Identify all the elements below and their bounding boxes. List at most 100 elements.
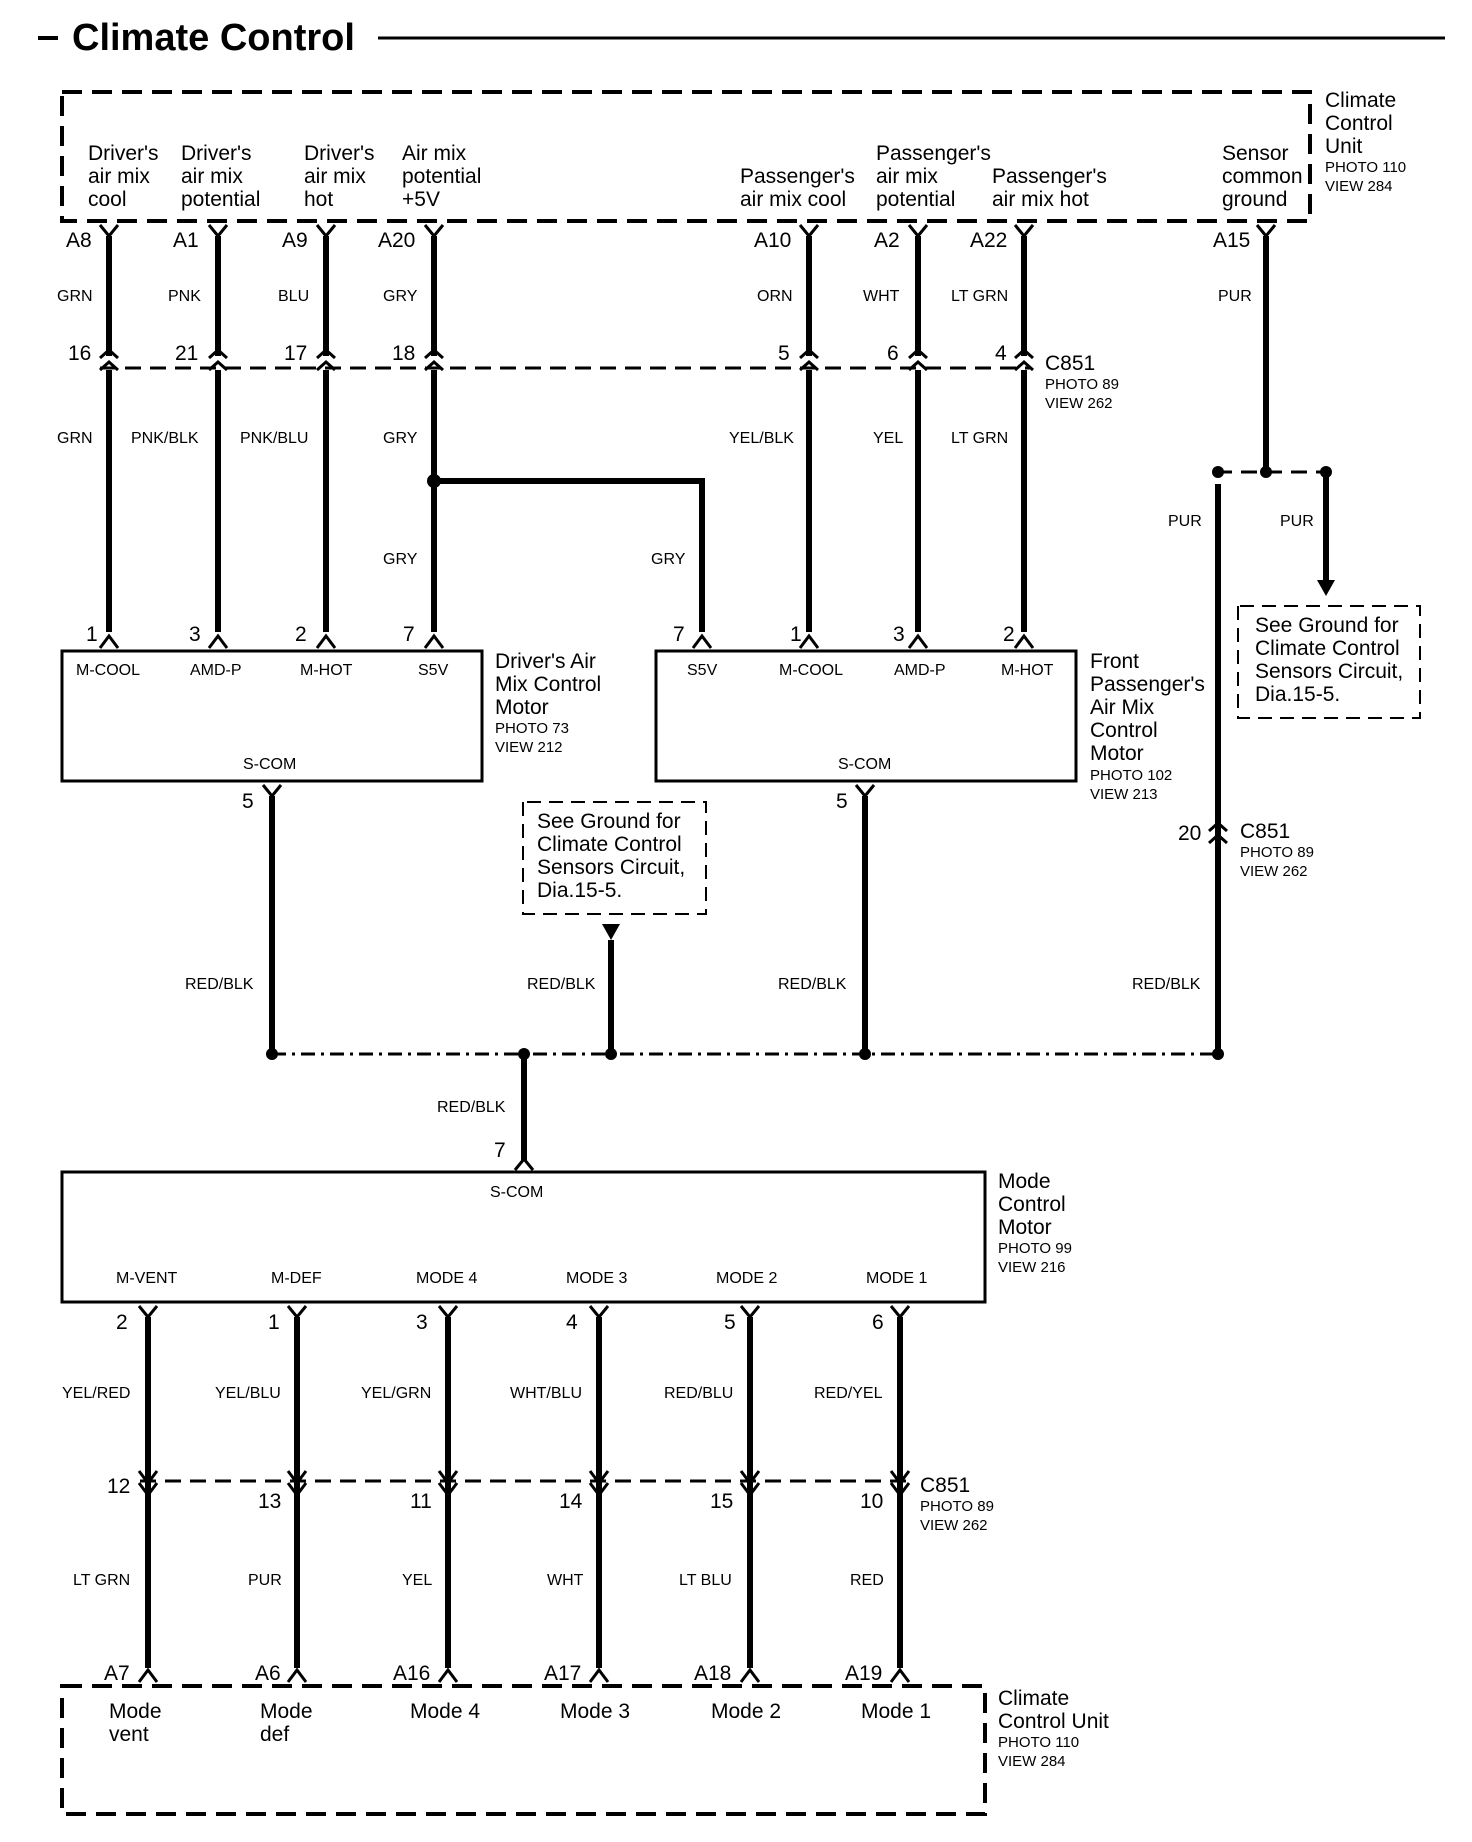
- c851-mid-view: VIEW 262: [1240, 863, 1308, 880]
- ccu-bottom-connector-marks: [137, 1667, 911, 1683]
- ccu-terminal-passengers-air-mix-hot: Passenger's air mix hot: [992, 165, 1113, 211]
- pass-motor-pin-7: 7: [673, 623, 685, 646]
- wire-color-ltblu-bottom: LT BLU: [679, 1572, 732, 1589]
- pass-motor-photo: PHOTO 102: [1090, 767, 1172, 784]
- wire-color-pur-top: PUR: [1218, 288, 1252, 305]
- ccu-bottom-terminal-mode1: Mode 1: [861, 1700, 931, 1723]
- upper-wires-bottom-segment: [106, 370, 1027, 632]
- driver-motor-scom-pin: 5: [242, 790, 254, 813]
- wire-color-ltgrn-top: LT GRN: [951, 288, 1008, 305]
- ground-note-center-arrow: [602, 924, 620, 940]
- wire-color-gry-branch-right: GRY: [651, 551, 686, 568]
- svg-text:See Ground for Climate C: See Ground for Climate Control Sensors C…: [537, 810, 691, 902]
- pass-motor-terminal-s-com: S-COM: [838, 756, 891, 773]
- ccu-terminal-passengers-air-mix-cool: Passenger's air mix cool: [740, 165, 861, 211]
- c851-pin-11: 11: [410, 1490, 432, 1513]
- ccu-pin-a20: A20: [378, 229, 415, 252]
- mode-motor-pin-1: 1: [268, 1311, 280, 1334]
- c851-pin-20: 20: [1178, 822, 1201, 845]
- mode-motor-pin-5: 5: [724, 1311, 736, 1334]
- ccu-bottom-name: Climate Control Unit: [998, 1687, 1109, 1733]
- pur-splice-dot-center: [1260, 466, 1272, 478]
- ccu-terminal-drivers-air-mix-potential: Driver's air mix potential: [181, 142, 260, 211]
- wire-color-gry-mid: GRY: [383, 430, 418, 447]
- pass-motor-pin-3: 3: [893, 623, 905, 646]
- pass-motor-pin-2: 2: [1003, 623, 1015, 646]
- ccu-terminal-passengers-air-mix-potential: Passenger's air mix potential: [876, 142, 997, 211]
- wire-color-ltgrn-bottom: LT GRN: [73, 1572, 130, 1589]
- ccu-pin-a1: A1: [173, 229, 199, 252]
- ccu-bottom-pin-a6: A6: [255, 1662, 281, 1685]
- ccu-terminal-drivers-air-mix-cool: Driver's air mix cool: [88, 142, 164, 211]
- driver-motor-view: VIEW 212: [495, 739, 563, 756]
- ccu-top-box: [60, 90, 1312, 223]
- wire-color-pnkblu-mid: PNK/BLU: [240, 430, 308, 447]
- ccu-bottom-pin-a16: A16: [393, 1662, 430, 1685]
- ccu-bottom-view: VIEW 284: [998, 1753, 1066, 1770]
- driver-motor-photo: PHOTO 73: [495, 720, 569, 737]
- ccu-top-name: Climate Control Unit: [1325, 89, 1402, 158]
- driver-motor-name: Driver's Air Mix Control Motor: [495, 650, 607, 719]
- wire-color-red-bottom: RED: [850, 1572, 884, 1589]
- c851-pin-6: 6: [887, 342, 899, 365]
- mode-motor-photo: PHOTO 99: [998, 1240, 1072, 1257]
- ccu-bottom-terminal-mode3: Mode 3: [560, 1700, 630, 1723]
- driver-motor-terminal-amd-p: AMD-P: [190, 662, 242, 679]
- driver-motor-box: [60, 649, 484, 783]
- c851-lower-view: VIEW 262: [920, 1517, 988, 1534]
- pass-motor-name: Front Passenger's Air Mix Control Motor: [1090, 650, 1211, 765]
- wire-color-gry-top: GRY: [383, 288, 418, 305]
- mode-motor-pin-2: 2: [116, 1311, 128, 1334]
- mode-motor-pin-6: 6: [872, 1311, 884, 1334]
- pass-motor-terminal-m-cool: M-COOL: [779, 662, 843, 679]
- ccu-bottom-pin-a18: A18: [694, 1662, 731, 1685]
- ccu-bottom-terminal-mode2: Mode 2: [711, 1700, 781, 1723]
- wire-color-yel-mid: YEL: [873, 430, 903, 447]
- ccu-bottom-terminal-mode-vent: Mode vent: [109, 1700, 167, 1746]
- ccu-pin-a15: A15: [1213, 229, 1250, 252]
- wire-color-wht-bottom: WHT: [547, 1572, 584, 1589]
- c851-mid-name: C851: [1240, 820, 1290, 843]
- pass-motor-scom-pin: 5: [836, 790, 848, 813]
- mode-motor-scom-pin: 7: [494, 1139, 506, 1162]
- c851-mid-photo: PHOTO 89: [1240, 844, 1314, 861]
- pur-ground-arrow: [1317, 580, 1335, 596]
- wire-color-blu-top: BLU: [278, 288, 309, 305]
- c851-pin-21: 21: [175, 342, 198, 365]
- wire-color-redblk-note: RED/BLK: [527, 976, 596, 993]
- c851-pin20-chevron: [1208, 820, 1228, 845]
- mode-motor-view: VIEW 216: [998, 1259, 1066, 1276]
- page-title: Climate Control: [72, 17, 355, 59]
- wire-color-orn-top: ORN: [757, 288, 793, 305]
- ccu-top-photo: PHOTO 110: [1325, 159, 1406, 176]
- mode-motor-terminal-m-vent: M-VENT: [116, 1270, 178, 1287]
- c851-lower-photo: PHOTO 89: [920, 1498, 994, 1515]
- ccu-pin-a9: A9: [282, 229, 308, 252]
- ccu-bottom-pin-a19: A19: [845, 1662, 882, 1685]
- wire-color-pur-left: PUR: [1168, 513, 1202, 530]
- mode-motor-terminal-mode4: MODE 4: [416, 1270, 477, 1287]
- ccu-pin-a22: A22: [970, 229, 1007, 252]
- mode-motor-terminal-m-def: M-DEF: [271, 1270, 322, 1287]
- ccu-terminal-drivers-air-mix-hot: Driver's air mix hot: [304, 142, 380, 211]
- wire-color-pur-bottom: PUR: [248, 1572, 282, 1589]
- wire-color-pnk-top: PNK: [168, 288, 201, 305]
- driver-motor-pin-7: 7: [403, 623, 415, 646]
- mode-motor-connector-marks: [137, 1305, 911, 1320]
- c851-upper-photo: PHOTO 89: [1045, 376, 1119, 393]
- driver-motor-terminal-m-hot: M-HOT: [300, 662, 353, 679]
- wire-color-redblk-driver: RED/BLK: [185, 976, 254, 993]
- mode-motor-scom-mark: [513, 1156, 535, 1171]
- wire-color-redblk-sensor: RED/BLK: [1132, 976, 1201, 993]
- mode-motor-name: Mode Control Motor: [998, 1170, 1072, 1239]
- pass-motor-box: [654, 649, 1078, 783]
- gry-splice-dot: [427, 474, 441, 488]
- wire-color-yelblk-mid: YEL/BLK: [729, 430, 794, 447]
- driver-motor-pin-1: 1: [86, 623, 98, 646]
- c851-pin-5: 5: [778, 342, 790, 365]
- ground-bus-dots: [266, 1048, 1224, 1060]
- ccu-bottom-terminal-mode-def: Mode def: [260, 1700, 318, 1746]
- scom-connector-marks: [261, 784, 876, 799]
- c851-pin-17: 17: [284, 342, 307, 365]
- mode-motor-terminal-mode1: MODE 1: [866, 1270, 927, 1287]
